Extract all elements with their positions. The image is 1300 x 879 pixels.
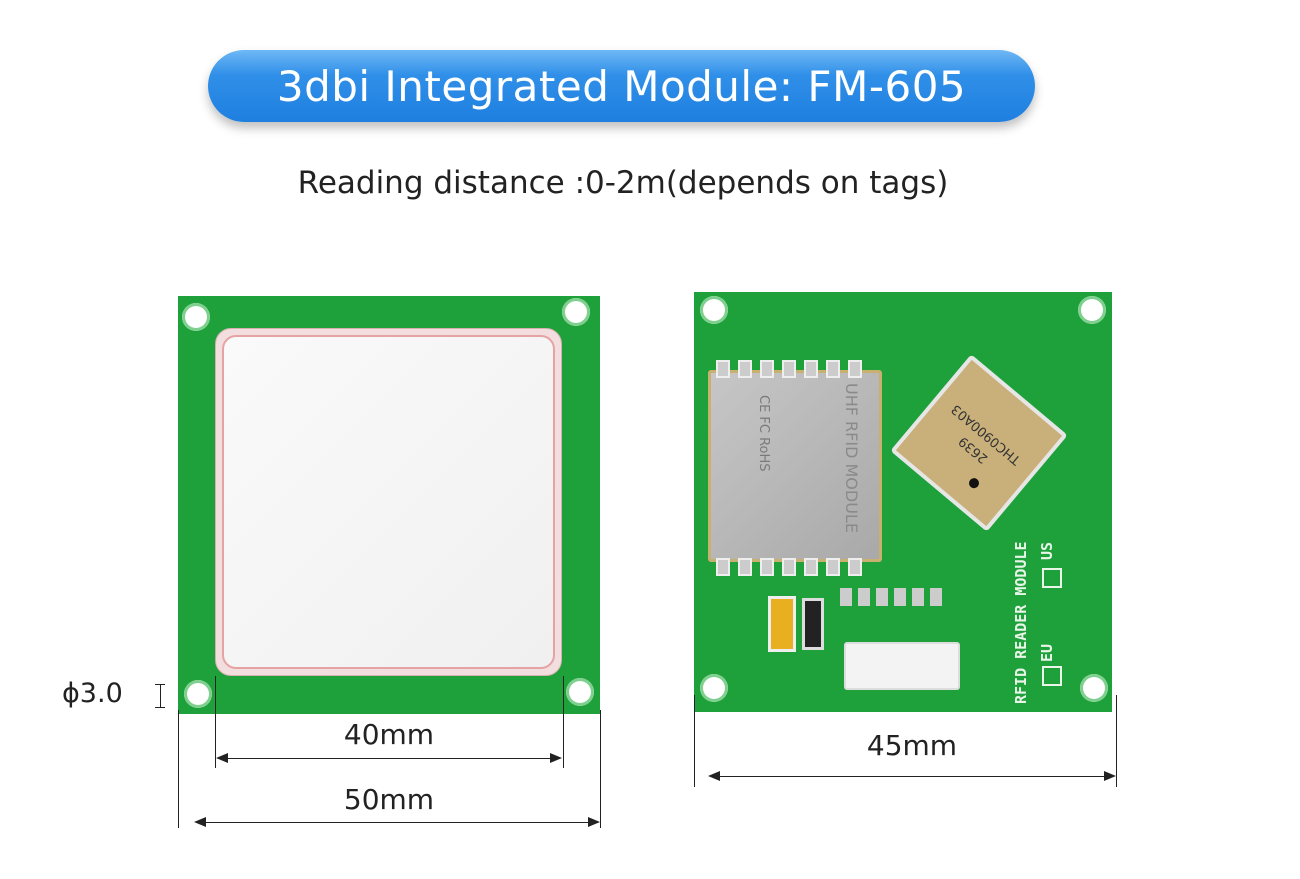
arrow-head — [1104, 771, 1116, 781]
solder-pad — [848, 558, 862, 576]
mounting-hole — [566, 678, 594, 706]
reading-distance-subtitle: Reading distance :0-2m(depends on tags) — [297, 165, 949, 201]
mounting-hole — [700, 674, 728, 702]
arrow-head — [708, 771, 720, 781]
module-label: UHF RFID MODULE — [842, 383, 861, 533]
dimension-extension-line — [694, 695, 695, 787]
resistor-array — [840, 588, 948, 606]
board-label: RFID READER MODULE — [1012, 541, 1030, 704]
title-banner: 3dbi Integrated Module: FM-605 — [208, 50, 1035, 122]
mounting-hole — [1080, 674, 1108, 702]
inner-dimension-arrow — [220, 758, 558, 759]
dimension-extension-line — [178, 710, 179, 828]
arrow-head — [550, 753, 562, 763]
title-text: 3dbi Integrated Module: FM-605 — [276, 61, 967, 111]
width-dimension-label: 45mm — [866, 729, 958, 762]
arrow-head — [588, 817, 600, 827]
hole-marker-cap — [155, 684, 165, 685]
mounting-hole — [562, 298, 590, 326]
uart-connector — [844, 642, 960, 690]
solder-pad — [716, 558, 730, 576]
solder-pad — [782, 558, 796, 576]
solder-pad — [760, 558, 774, 576]
dimension-extension-line — [600, 710, 601, 828]
solder-pad — [826, 558, 840, 576]
rf-coupler-chip: THC0900A03 2639 — [890, 354, 1068, 532]
mounting-hole — [1078, 296, 1106, 324]
hole-marker-cap — [155, 707, 165, 708]
solder-pad — [804, 360, 818, 378]
region-eu-checkbox — [1042, 666, 1062, 686]
tantalum-capacitor — [768, 596, 796, 652]
region-us-checkbox — [1042, 568, 1062, 588]
hole-diameter-label: ϕ3.0 — [62, 678, 123, 709]
outer-dimension-label: 50mm — [343, 783, 435, 816]
mounting-hole — [700, 296, 728, 324]
region-eu-label: EU — [1038, 643, 1056, 662]
solder-pad — [804, 558, 818, 576]
solder-pad — [760, 360, 774, 378]
uhf-rfid-module-shield: UHF RFID MODULE CE FC RoHS — [708, 370, 882, 562]
dimension-extension-line — [563, 676, 564, 768]
hole-diameter-marker — [160, 684, 161, 708]
mounting-hole — [182, 303, 210, 331]
mounting-hole — [184, 680, 212, 708]
reader-board-back: UHF RFID MODULE CE FC RoHS THC0900A03 26… — [694, 292, 1112, 712]
outer-dimension-arrow — [198, 822, 598, 823]
inner-dimension-label: 40mm — [343, 718, 435, 751]
region-us-label: US — [1038, 541, 1056, 560]
dimension-extension-line — [1116, 695, 1117, 787]
ce-fcc-marks: CE FC RoHS — [756, 395, 771, 472]
arrow-head — [194, 817, 206, 827]
width-dimension-arrow — [712, 776, 1112, 777]
solder-pad — [716, 360, 730, 378]
chip-dot — [966, 476, 982, 491]
arrow-head — [216, 753, 228, 763]
solder-pad — [738, 360, 752, 378]
solder-pad — [826, 360, 840, 378]
ceramic-antenna — [215, 328, 562, 676]
solder-pad — [848, 360, 862, 378]
solder-pad — [738, 558, 752, 576]
antenna-board-front — [178, 296, 600, 714]
dimension-extension-line — [215, 676, 216, 768]
solder-pad — [782, 360, 796, 378]
diode — [802, 598, 824, 650]
